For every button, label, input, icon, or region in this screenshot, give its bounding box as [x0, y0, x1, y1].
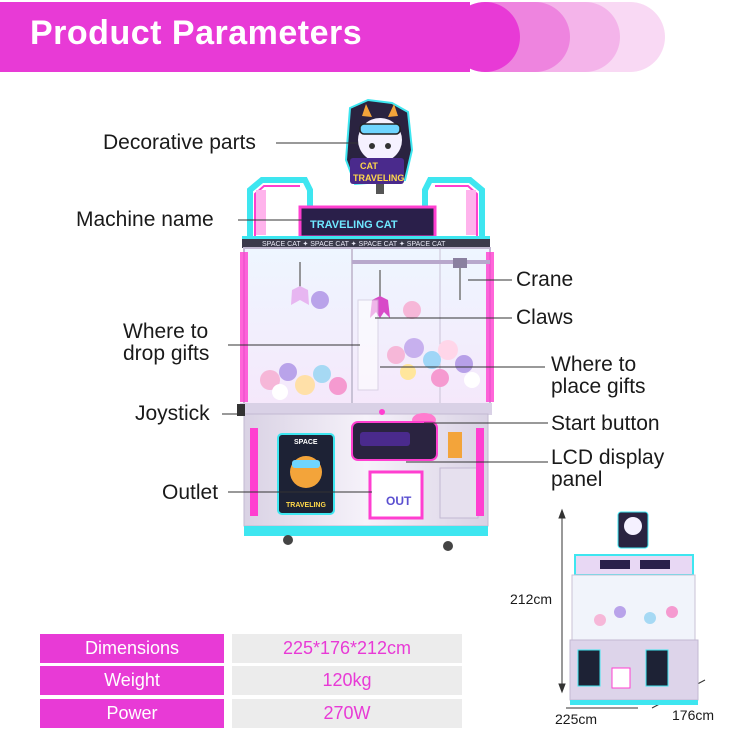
- crane: [352, 258, 490, 300]
- dimension-width: 225cm: [555, 711, 598, 727]
- callout-machine-name: Machine name: [76, 208, 214, 231]
- callout-joystick: Joystick: [135, 402, 210, 425]
- callout-outlet: Outlet: [162, 481, 219, 504]
- spec-value: 120kg: [232, 666, 462, 695]
- cat-poster: SPACE TRAVELING: [277, 433, 335, 515]
- callout-lcd-line1: LCD display: [551, 446, 665, 469]
- page-title: Product Parameters: [30, 14, 363, 52]
- callout-place-gifts-line2: place gifts: [551, 375, 646, 398]
- dimension-height: 212cm: [510, 591, 553, 607]
- joystick: [237, 404, 245, 416]
- marquee-text: TRAVELING CAT: [310, 219, 398, 231]
- spec-key: Weight: [40, 666, 224, 695]
- small-machine: [569, 511, 699, 705]
- callout-lcd-line2: panel: [551, 468, 603, 491]
- callout-drop-gifts-line2: drop gifts: [123, 342, 210, 365]
- spec-value: 225*176*212cm: [232, 634, 462, 663]
- sign-line1: CAT: [360, 161, 378, 171]
- callout-place-gifts-line1: Where to: [551, 353, 637, 376]
- dimension-depth: 176cm: [672, 707, 715, 723]
- callout-decorative-parts: Decorative parts: [103, 131, 256, 154]
- callout-drop-gifts-line1: Where to: [123, 320, 209, 343]
- decorative-sign: CAT TRAVELING: [344, 98, 414, 194]
- lcd-display-panel: [351, 421, 438, 461]
- machine-name-marquee: TRAVELING CAT: [298, 205, 437, 239]
- callout-lines: [222, 142, 548, 493]
- callout-start-button: Start button: [551, 412, 660, 435]
- header-banner: [0, 2, 665, 72]
- spec-key: Power: [40, 699, 224, 728]
- callout-crane: Crane: [516, 268, 574, 291]
- prize-outlet: OUT: [368, 470, 424, 520]
- poster-bottom: TRAVELING: [286, 502, 326, 509]
- spec-value: 270W: [232, 699, 462, 728]
- top-strip-text: SPACE CAT ✦ SPACE CAT ✦ SPACE CAT ✦ SPAC…: [262, 240, 446, 248]
- sign-line2: TRAVELING: [353, 173, 404, 183]
- spec-key: Dimensions: [40, 634, 224, 663]
- poster-top: SPACE: [294, 439, 318, 446]
- plush-toys: [260, 291, 480, 400]
- callout-claws: Claws: [516, 306, 574, 329]
- outlet-text: OUT: [386, 494, 412, 508]
